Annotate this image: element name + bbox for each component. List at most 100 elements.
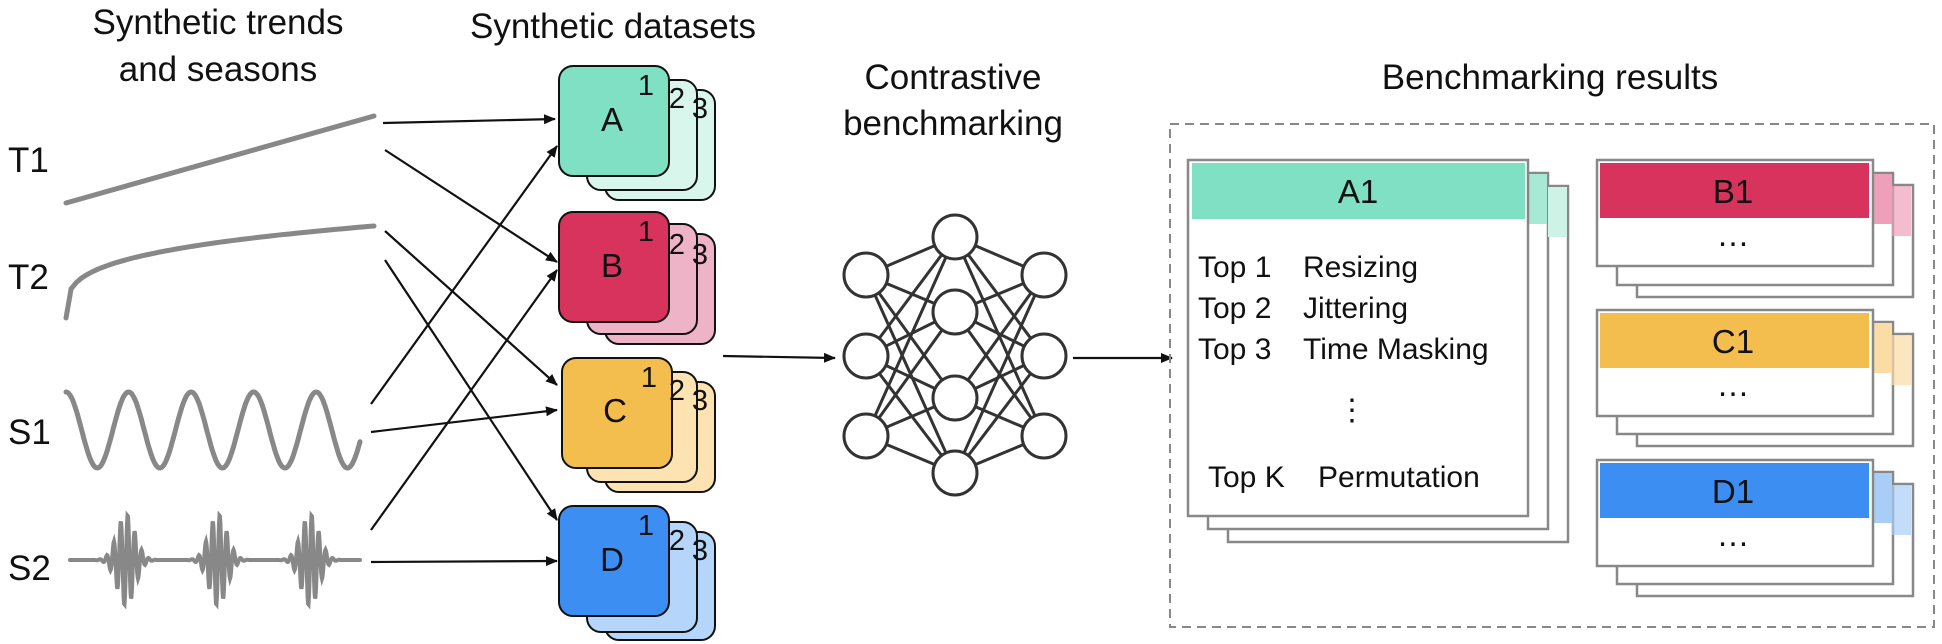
- arrow-t2-to-c: [384, 230, 558, 386]
- results-card-d1-back-1-header: [1872, 473, 1892, 523]
- dataset-c-card-1: [561, 357, 673, 469]
- results-card-a1-back-2-header: [1548, 187, 1567, 237]
- results-card-c1-back-1-header: [1872, 323, 1892, 373]
- results-card-d1-ellipsis: …: [1717, 516, 1750, 553]
- neural-network-icon: [842, 213, 1068, 497]
- signal-label-s2: S2: [8, 549, 51, 588]
- rank-top-2: Top 2: [1198, 292, 1271, 325]
- signal-label-t2: T2: [8, 258, 49, 297]
- results-card-a1-stack: A1 Top 1 Resizing Top 2 Jittering Top 3 …: [1186, 158, 1570, 544]
- nn-node: [931, 213, 979, 261]
- results-card-c1-header: [1600, 313, 1869, 368]
- arrow-s1-to-c: [370, 406, 558, 434]
- nn-edge: [953, 274, 1046, 474]
- nn-edge: [953, 274, 1046, 399]
- dataset-a-letter: A: [601, 101, 623, 138]
- dataset-b-card-1: [558, 211, 670, 323]
- arrow-s2-to-b: [370, 269, 558, 531]
- nn-edge: [953, 236, 1046, 357]
- rank-top-k: Top K: [1208, 461, 1285, 494]
- results-card-b1-back-2-header: [1892, 186, 1911, 236]
- linear-trend-curve: [63, 113, 377, 206]
- results-card-d1-title: D1: [1712, 473, 1754, 510]
- dataset-stack-d: D 1 2 3: [558, 505, 716, 641]
- results-card-a1-title: A1: [1338, 173, 1378, 210]
- dataset-b-index-3: 3: [692, 239, 708, 271]
- method-resizing: Resizing: [1303, 251, 1418, 284]
- nn-node: [842, 412, 890, 460]
- method-jittering: Jittering: [1303, 292, 1408, 325]
- arrow-s1-to-a: [370, 145, 558, 405]
- dataset-a-index-1: 1: [638, 70, 654, 102]
- dataset-a-index-3: 3: [692, 93, 708, 125]
- results-card-d1-back-2-header: [1892, 485, 1911, 535]
- rank-top-3: Top 3: [1198, 333, 1271, 366]
- nn-node: [931, 449, 979, 497]
- signal-label-t1: T1: [8, 141, 49, 180]
- dataset-c-index-2: 2: [669, 375, 685, 407]
- arrow-t1-to-a: [382, 114, 556, 125]
- log-trend-curve: [63, 223, 377, 321]
- dataset-stack-c: C 1 2 3: [561, 357, 716, 493]
- nn-node: [1020, 412, 1068, 460]
- dataset-c-letter: C: [603, 392, 627, 429]
- results-card-a1-back-1-header: [1528, 174, 1547, 224]
- dataset-d-index-1: 1: [638, 510, 654, 542]
- dataset-d-letter: D: [600, 541, 624, 578]
- dataset-stack-b: B 1 2 3: [558, 211, 716, 345]
- dataset-d-index-3: 3: [692, 535, 708, 567]
- rank-top-1: Top 1: [1198, 251, 1271, 284]
- nn-edge: [953, 355, 1046, 474]
- header-and-seasons: and seasons: [119, 50, 317, 89]
- results-card-b1-title: B1: [1713, 173, 1753, 210]
- header-benchmarking-results: Benchmarking results: [1382, 58, 1719, 97]
- arrow-datasets-to-network: [722, 352, 836, 363]
- signal-label-s1: S1: [8, 413, 51, 452]
- results-card-a1: [1186, 158, 1530, 518]
- results-card-d1-stack: D1 …: [1595, 458, 1915, 598]
- results-card-b1-header: [1600, 163, 1869, 218]
- results-card-d1-header: [1600, 463, 1869, 518]
- results-card-c1-stack: C1 …: [1595, 308, 1915, 448]
- results-card-a1-header: [1192, 163, 1525, 219]
- header-synthetic-datasets: Synthetic datasets: [470, 7, 756, 46]
- dataset-stack-a: A 1 2 3: [558, 65, 716, 201]
- vertical-ellipsis: ⋮: [1337, 394, 1367, 427]
- nn-node: [1020, 332, 1068, 380]
- dataset-a-card-1: [558, 65, 670, 177]
- burst-season-curve: [68, 510, 362, 610]
- method-time-masking: Time Masking: [1303, 333, 1489, 366]
- dataset-c-index-1: 1: [641, 362, 657, 394]
- results-card-b1-ellipsis: …: [1717, 216, 1750, 253]
- header-contrastive: Contrastive: [864, 58, 1041, 97]
- dataset-c-index-3: 3: [692, 385, 708, 417]
- dataset-b-letter: B: [601, 247, 623, 284]
- nn-edge: [864, 236, 957, 437]
- dataset-b-index-2: 2: [669, 229, 685, 261]
- nn-node: [931, 288, 979, 336]
- header-synthetic-trends: Synthetic trends: [93, 3, 344, 42]
- nn-node: [842, 332, 890, 380]
- method-permutation: Permutation: [1318, 461, 1480, 494]
- arrow-t1-to-b: [384, 149, 558, 263]
- dataset-b-index-1: 1: [638, 216, 654, 248]
- results-card-c1-title: C1: [1712, 323, 1754, 360]
- results-card-b1-back-1-header: [1872, 174, 1892, 224]
- nn-edge: [864, 355, 957, 474]
- nn-node: [931, 374, 979, 422]
- nn-node: [842, 251, 890, 299]
- results-card-c1-back-2-header: [1892, 335, 1911, 385]
- nn-node: [1020, 251, 1068, 299]
- results-dashed-panel: [1169, 123, 1935, 628]
- sine-season-curve: [63, 389, 363, 471]
- dataset-d-card-1: [558, 505, 670, 617]
- nn-edge: [864, 311, 957, 437]
- dataset-d-index-2: 2: [669, 525, 685, 557]
- arrow-s2-to-d: [370, 556, 558, 567]
- results-card-c1-ellipsis: …: [1717, 366, 1750, 403]
- nn-edge: [864, 236, 957, 357]
- dataset-a-index-2: 2: [669, 83, 685, 115]
- header-benchmarking: benchmarking: [843, 104, 1063, 143]
- results-card-b1-stack: B1 …: [1595, 158, 1915, 299]
